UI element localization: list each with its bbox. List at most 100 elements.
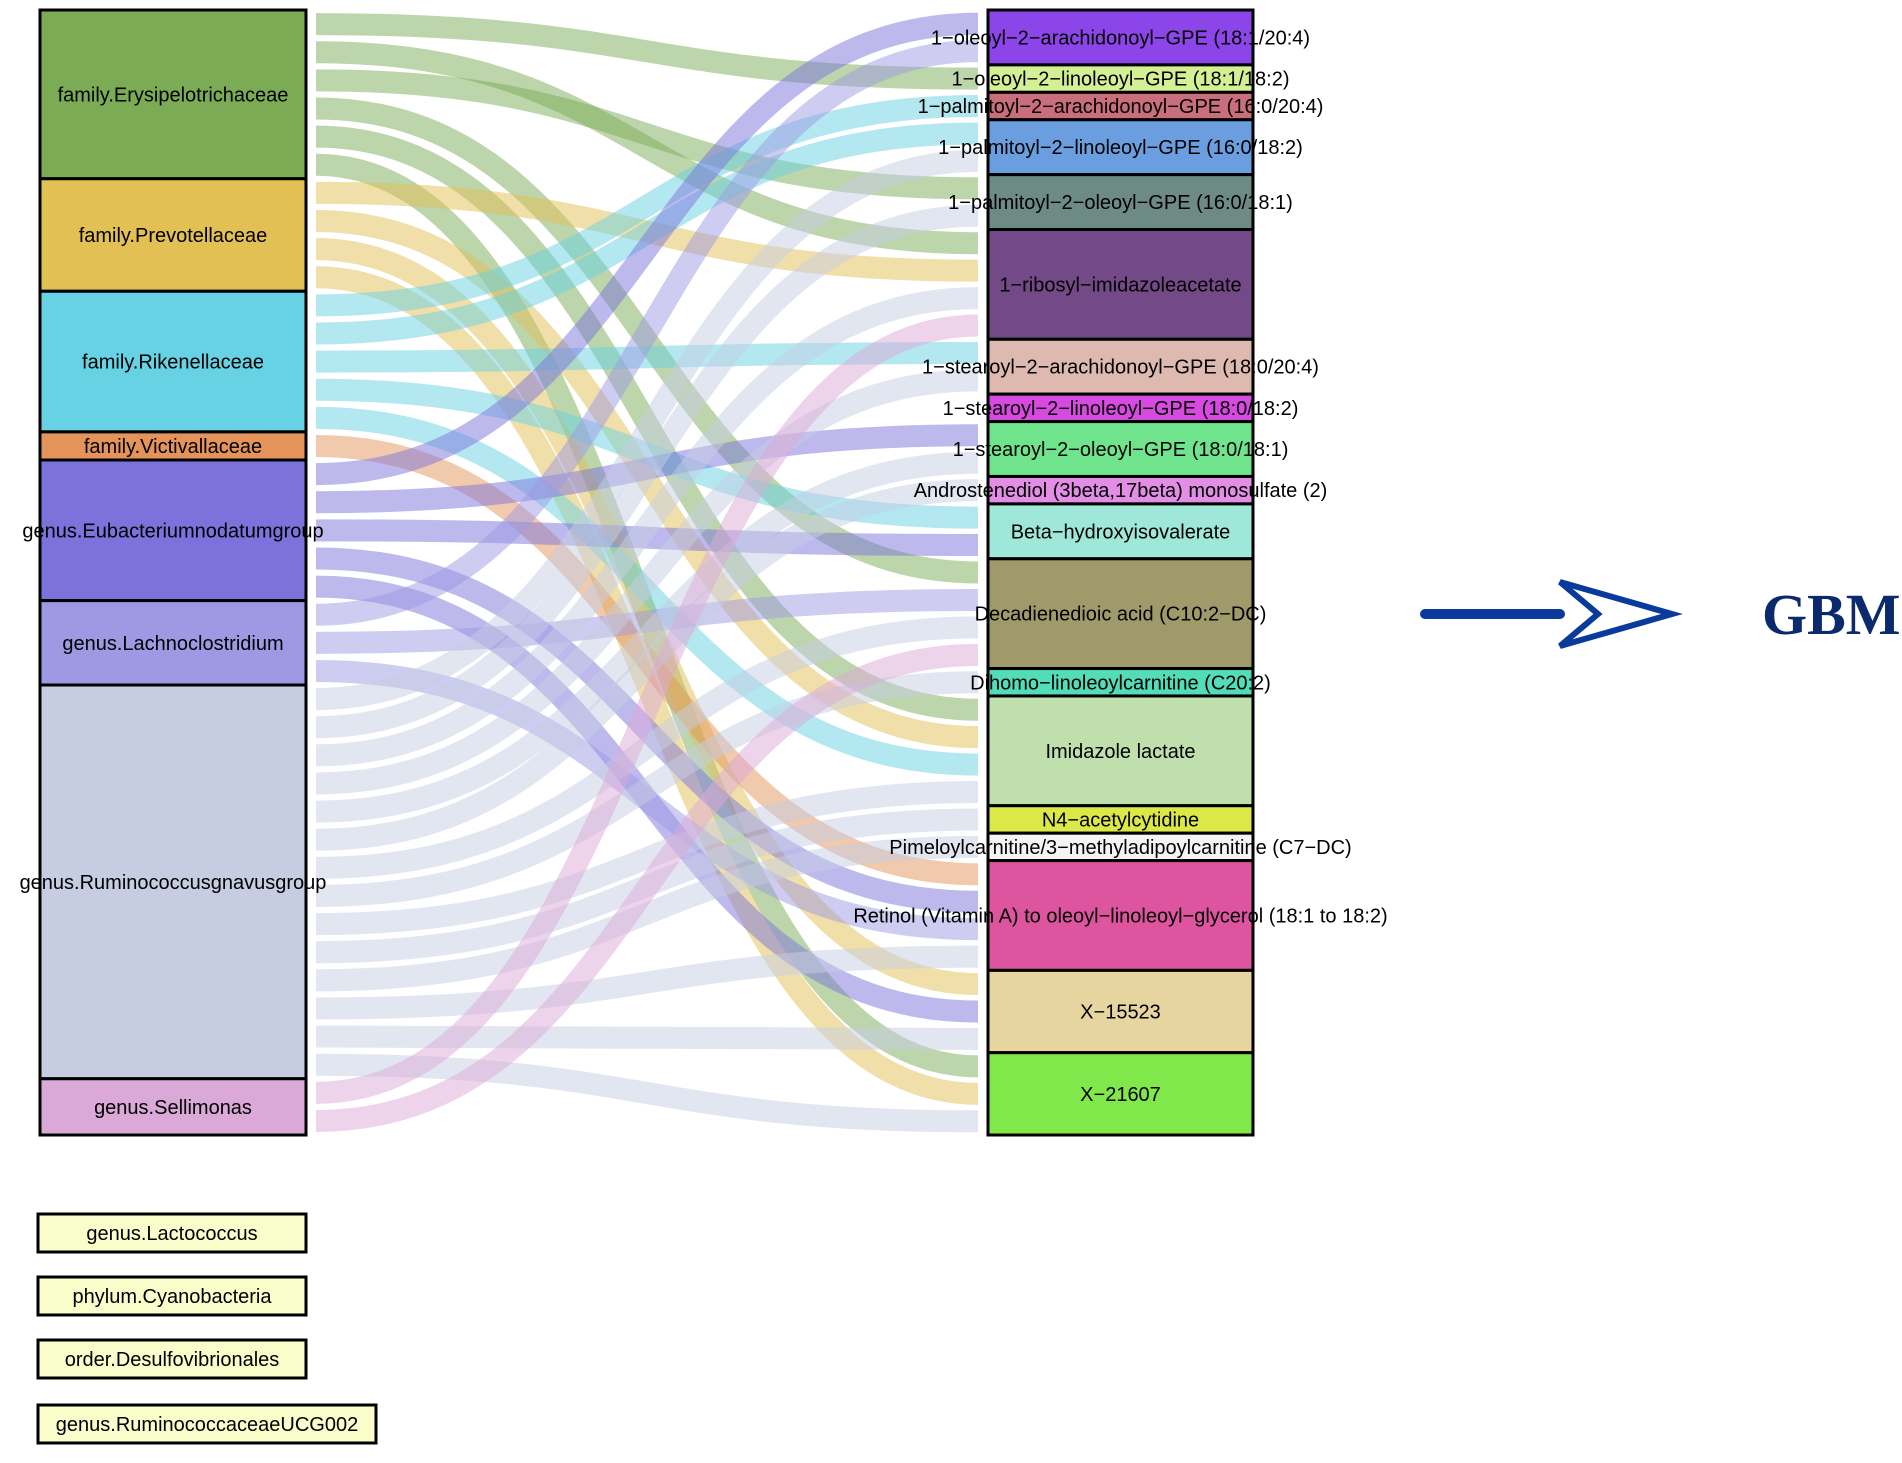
metabolite-node-label: Beta−hydroxyisovalerate bbox=[1011, 521, 1231, 543]
flow-link bbox=[315, 287, 979, 767]
metabolite-node-label: 1−oleoyl−2−linoleoyl−GPE (18:1/18:2) bbox=[951, 69, 1289, 91]
metabolite-node: 1−stearoyl−2−arachidonoyl−GPE (18:0/20:4… bbox=[922, 337, 1319, 396]
metabolite-node-box bbox=[986, 118, 1255, 177]
metabolite-node-box bbox=[986, 968, 1255, 1055]
metabolite-node-box bbox=[986, 859, 1255, 972]
metabolite-node-box bbox=[986, 694, 1255, 808]
source-node-label: family.Prevotellaceae bbox=[79, 225, 268, 247]
metabolite-node-box bbox=[986, 228, 1255, 341]
source-node-label: family.Rikenellaceae bbox=[82, 352, 264, 374]
other-exposure-label: genus.RuminococcaceaeUCG002 bbox=[56, 1414, 358, 1436]
metabolite-node-label: Decadienedioic acid (C10:2−DC) bbox=[975, 604, 1267, 626]
source-node: family.Prevotellaceae bbox=[38, 177, 308, 293]
source-node-box bbox=[38, 289, 308, 434]
metabolite-node-label: 1−palmitoyl−2−linoleoyl−GPE (16:0/18:2) bbox=[938, 137, 1303, 159]
metabolite-node-label: X−21607 bbox=[1080, 1084, 1161, 1106]
flow-link bbox=[315, 451, 979, 823]
source-nodes: family.Erysipelotrichaceae family.Prevote… bbox=[20, 8, 327, 1137]
other-exposure: phylum.Cyanobacteria bbox=[36, 1275, 308, 1317]
metabolite-node: Imidazole lactate bbox=[986, 694, 1255, 808]
source-node: family.Victivallaceae bbox=[38, 430, 308, 462]
outcome-arrow bbox=[1420, 579, 1683, 649]
metabolite-node: 1−palmitoyl−2−oleoyl−GPE (16:0/18:1) bbox=[948, 173, 1293, 232]
metabolite-node-box bbox=[986, 557, 1255, 671]
flow-link bbox=[315, 41, 979, 255]
source-node-label: family.Victivallaceae bbox=[84, 436, 262, 458]
source-node-box bbox=[38, 683, 308, 1081]
flow-link bbox=[315, 1025, 979, 1050]
flow-link bbox=[315, 616, 979, 879]
source-node: family.Rikenellaceae bbox=[38, 289, 308, 434]
metabolite-node-label: 1−stearoyl−2−oleoyl−GPE (18:0/18:1) bbox=[953, 439, 1289, 461]
metabolite-node-box bbox=[986, 804, 1255, 835]
metabolite-node-box bbox=[986, 337, 1255, 396]
metabolite-node: 1−stearoyl−2−oleoyl−GPE (18:0/18:1) bbox=[953, 420, 1289, 478]
other-exposure-box bbox=[36, 1212, 308, 1254]
metabolite-node: X−21607 bbox=[986, 1051, 1255, 1137]
target-outcome-label: GBM bbox=[1762, 582, 1901, 647]
metabolite-node-label: 1−palmitoyl−2−oleoyl−GPE (16:0/18:1) bbox=[948, 192, 1293, 214]
flow-link bbox=[315, 945, 979, 1020]
source-node-label: family.Erysipelotrichaceae bbox=[58, 84, 289, 106]
flow-link bbox=[315, 671, 979, 907]
other-exposure-box bbox=[36, 1338, 308, 1380]
metabolite-node-box bbox=[986, 667, 1255, 698]
flow-link bbox=[315, 369, 979, 795]
source-node: genus.Eubacteriumnodatumgroup bbox=[22, 458, 324, 603]
metabolite-node-label: 1−stearoyl−2−linoleoyl−GPE (18:0/18:2) bbox=[943, 398, 1299, 420]
flow-link bbox=[315, 643, 979, 1132]
flow-link bbox=[315, 204, 979, 739]
metabolite-node-box bbox=[986, 392, 1255, 424]
metabolite-node: 1−palmitoyl−2−linoleoyl−GPE (16:0/18:2) bbox=[938, 118, 1303, 177]
other-exposures: genus.Lactococcus phylum.Cyanobacteria ord… bbox=[36, 1212, 378, 1445]
metabolite-node: Decadienedioic acid (C10:2−DC) bbox=[975, 557, 1267, 671]
metabolite-node-box bbox=[986, 173, 1255, 232]
source-node-label: genus.Sellimonas bbox=[94, 1097, 252, 1119]
source-node-label: genus.Lachnoclostridium bbox=[62, 633, 283, 655]
source-node-box bbox=[38, 177, 308, 293]
metabolite-node: 1−oleoyl−2−arachidonoyl−GPE (18:1/20:4) bbox=[931, 8, 1310, 67]
other-exposure-label: phylum.Cyanobacteria bbox=[73, 1286, 273, 1308]
flow-link bbox=[315, 314, 979, 1104]
metabolite-node: Beta−hydroxyisovalerate bbox=[986, 502, 1255, 561]
other-exposure-label: order.Desulfovibrionales bbox=[65, 1349, 280, 1371]
flow-link bbox=[315, 149, 979, 711]
other-exposure: genus.RuminococcaceaeUCG002 bbox=[36, 1403, 378, 1445]
source-node-box bbox=[38, 1077, 308, 1137]
other-exposure: order.Desulfovibrionales bbox=[36, 1338, 308, 1380]
source-node-label: genus.Ruminococcusgnavusgroup bbox=[20, 872, 327, 894]
metabolite-node-label: 1−ribosyl−imidazoleacetate bbox=[999, 274, 1241, 296]
flow-link bbox=[315, 12, 979, 486]
metabolite-node: 1−ribosyl−imidazoleacetate bbox=[986, 228, 1255, 341]
metabolite-node-box bbox=[986, 8, 1255, 67]
metabolite-node-label: N4−acetylcytidine bbox=[1042, 809, 1199, 831]
flow-link bbox=[315, 479, 979, 851]
source-node: genus.Sellimonas bbox=[38, 1077, 308, 1137]
metabolite-node: N4−acetylcytidine bbox=[986, 804, 1255, 835]
metabolite-nodes: 1−oleoyl−2−arachidonoyl−GPE (18:1/20:4) 1… bbox=[853, 8, 1388, 1137]
metabolite-node: Pimeloylcarnitine/3−methyladipoylcarniti… bbox=[889, 831, 1352, 863]
flow-link bbox=[315, 40, 979, 626]
other-exposure-label: genus.Lactococcus bbox=[86, 1223, 257, 1245]
metabolite-node: X−15523 bbox=[986, 968, 1255, 1055]
metabolite-node: Androstenediol (3beta,17beta) monosulfat… bbox=[914, 474, 1328, 506]
metabolite-node-label: 1−oleoyl−2−arachidonoyl−GPE (18:1/20:4) bbox=[931, 27, 1310, 49]
metabolite-node: 1−oleoyl−2−linoleoyl−GPE (18:1/18:2) bbox=[951, 63, 1290, 94]
source-node-box bbox=[38, 8, 308, 181]
metabolite-node-label: Retinol (Vitamin A) to oleoyl−linoleoyl−… bbox=[853, 905, 1387, 927]
metabolite-node-label: 1−palmitoyl−2−arachidonoyl−GPE (16:0/20:… bbox=[918, 96, 1324, 118]
metabolite-node: Retinol (Vitamin A) to oleoyl−linoleoyl−… bbox=[853, 859, 1388, 972]
metabolite-node-box bbox=[986, 1051, 1255, 1137]
arrow-head bbox=[1558, 579, 1683, 649]
source-node: family.Erysipelotrichaceae bbox=[38, 8, 308, 181]
other-exposure-box bbox=[36, 1275, 308, 1317]
source-node: genus.Ruminococcusgnavusgroup bbox=[20, 683, 327, 1081]
links-layer bbox=[315, 12, 979, 1133]
metabolite-node-label: Androstenediol (3beta,17beta) monosulfat… bbox=[914, 480, 1328, 502]
flow-link bbox=[315, 95, 979, 317]
source-node: genus.Lachnoclostridium bbox=[38, 599, 308, 687]
flow-link bbox=[315, 781, 979, 936]
metabolite-node-label: 1−stearoyl−2−arachidonoyl−GPE (18:0/20:4… bbox=[922, 357, 1319, 379]
metabolite-node: Dihomo−linoleoylcarnitine (C20:2) bbox=[970, 667, 1271, 698]
